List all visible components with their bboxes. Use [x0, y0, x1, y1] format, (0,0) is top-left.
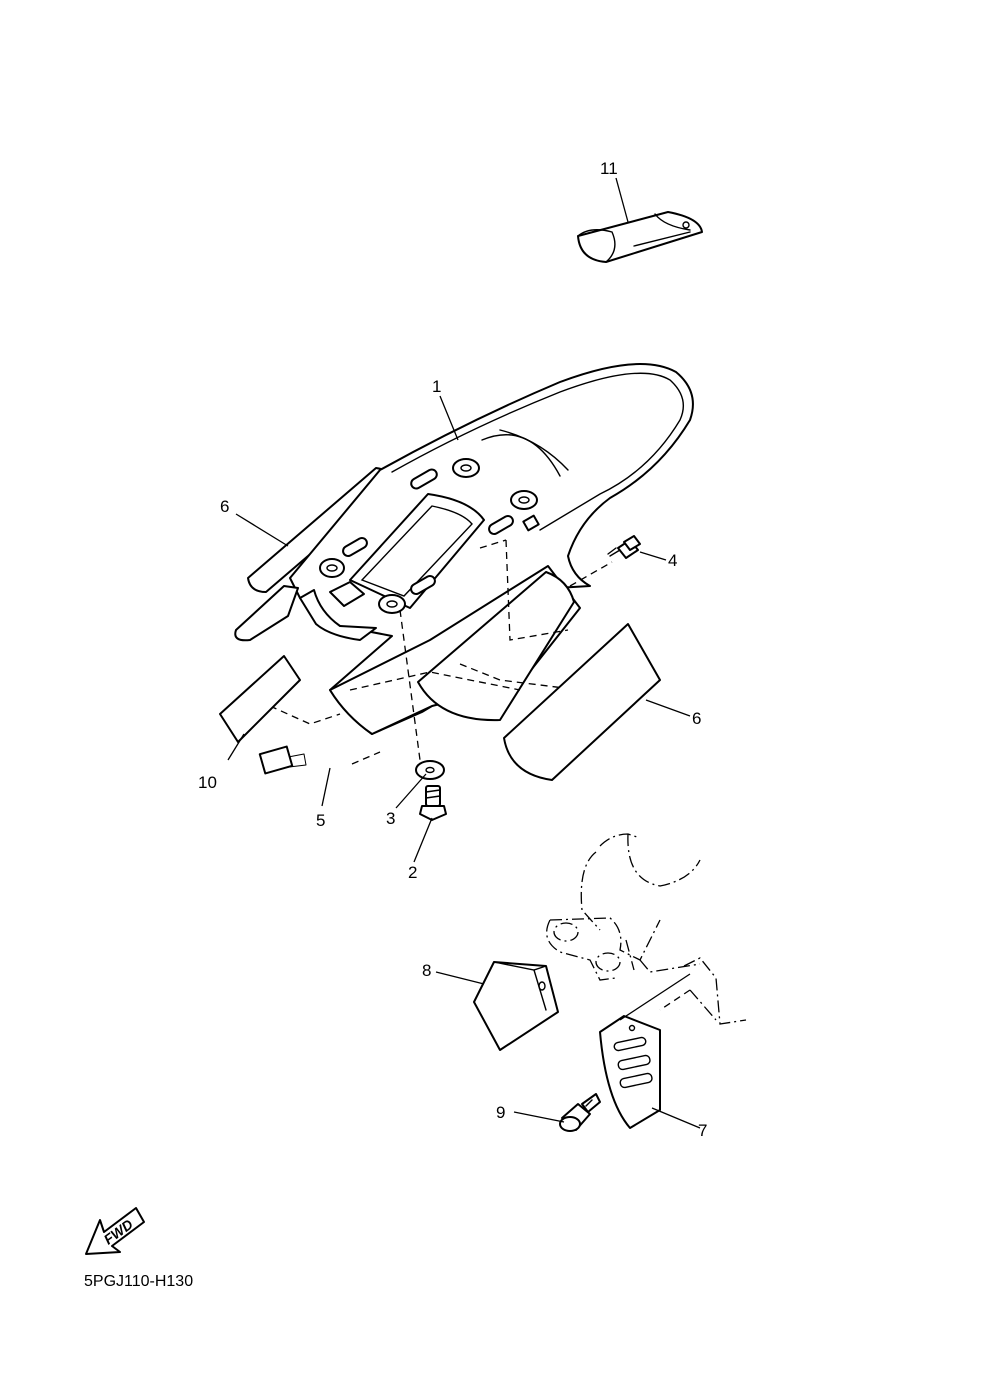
part-9-bolt	[559, 1093, 601, 1132]
callout-4: 4	[668, 551, 677, 570]
callout-1: 1	[432, 377, 441, 396]
part-6-right-pad	[503, 623, 661, 781]
callout-8: 8	[422, 961, 431, 980]
part-2-bolt	[419, 785, 447, 821]
callout-6-right: 6	[692, 709, 701, 728]
callout-9: 9	[496, 1103, 505, 1122]
callout-7: 7	[698, 1121, 707, 1140]
part-5-pad	[258, 745, 307, 775]
part-3-washer	[415, 760, 445, 780]
part-8-bracket	[473, 961, 559, 1051]
callout-labels: 11 1 6 4 6 10 5 3 2 8 9 7	[198, 159, 707, 1140]
part-1-rear-fender	[234, 363, 694, 765]
part-7-guard	[599, 1015, 661, 1129]
callout-10: 10	[198, 773, 217, 792]
part-10-label	[219, 655, 301, 743]
callout-3: 3	[386, 809, 395, 828]
frame-reference	[546, 833, 747, 1025]
leader-lines	[227, 177, 701, 1129]
diagram-code: 5PGJ110-H130	[84, 1273, 193, 1290]
callout-2: 2	[408, 863, 417, 882]
part-4-screw	[607, 535, 641, 559]
callout-11: 11	[600, 159, 618, 178]
callout-5: 5	[316, 811, 325, 830]
callout-6-left: 6	[220, 497, 229, 516]
part-11-tube	[577, 211, 703, 263]
fwd-arrow-icon: FWD	[85, 1207, 145, 1255]
